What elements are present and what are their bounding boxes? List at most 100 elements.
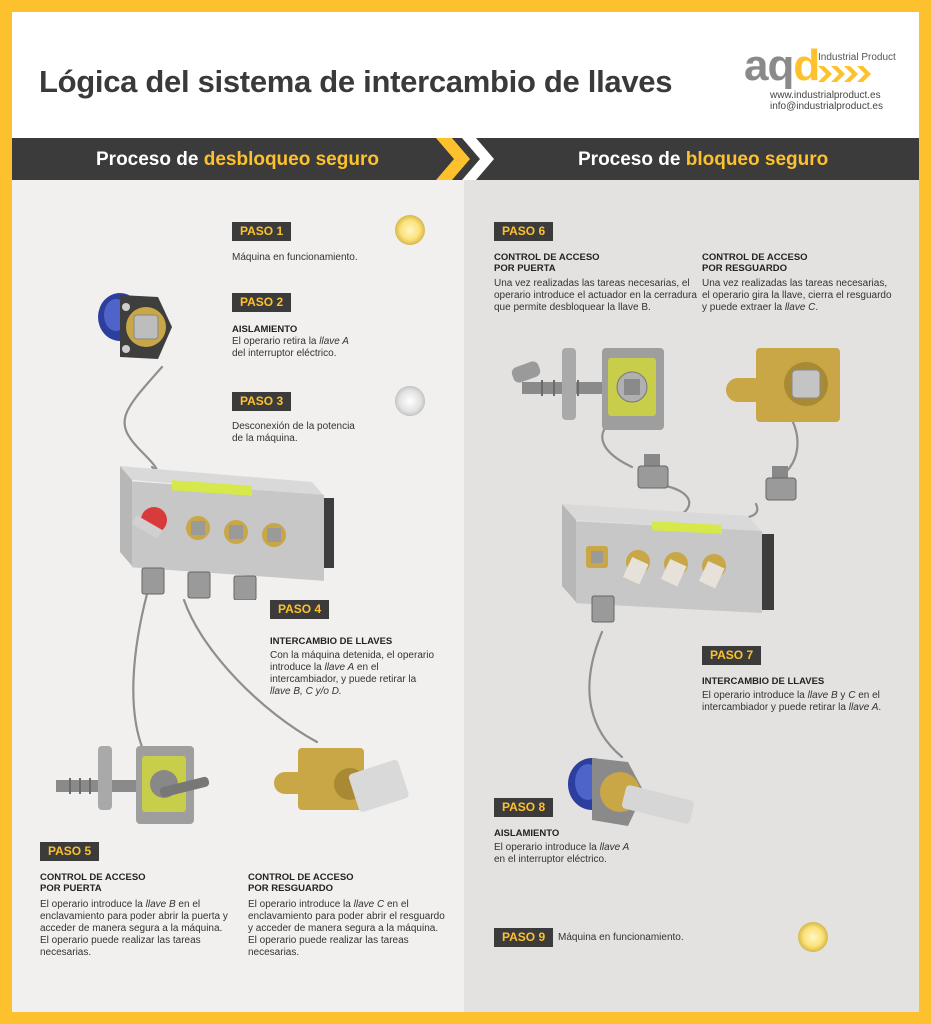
step-1-badge: PASO 1 bbox=[232, 222, 292, 241]
step-6-guard-heading-2: POR RESGUARDO bbox=[702, 263, 787, 274]
text-span: intercambiador y puede retirar la bbox=[702, 702, 849, 713]
step-6-door-heading-2: POR PUERTA bbox=[494, 263, 556, 274]
step-4-text-line-3: intercambiador, y puede retirar la bbox=[270, 674, 417, 685]
key-a-label: llave A bbox=[319, 336, 349, 347]
lamp-on-icon bbox=[395, 215, 425, 245]
text-span: y bbox=[837, 690, 849, 701]
key-a-label: llave A bbox=[324, 662, 355, 673]
key-a-label: llave A bbox=[848, 702, 879, 713]
lamp-on-icon bbox=[798, 922, 828, 952]
isolation-switch-icon bbox=[568, 758, 694, 826]
step-6-guard-line-1: Una vez realizadas las tareas necesarias… bbox=[702, 278, 888, 289]
guard-interlock-icon bbox=[726, 348, 840, 422]
right-title-highlight: bloqueo seguro bbox=[685, 149, 829, 170]
page-title: Lógica del sistema de intercambio de lla… bbox=[39, 64, 673, 99]
text-span: . bbox=[815, 302, 819, 313]
left-section-title: Proceso de desbloqueo seguro bbox=[96, 149, 379, 171]
step-5-guard-line-4: El operario puede realizar las tareas bbox=[248, 935, 409, 946]
key-b-label: llave B bbox=[807, 690, 838, 701]
step-5-door-heading-1: CONTROL DE ACCESO bbox=[40, 872, 146, 883]
key-c-label: llave C bbox=[784, 302, 816, 313]
step-5-guard-line-5: necesarias. bbox=[248, 947, 300, 958]
logo-product: Industrial Product bbox=[818, 52, 896, 63]
isolation-switch-icon bbox=[98, 293, 172, 359]
step-4-text-line-1: Con la máquina detenida, el operario bbox=[270, 650, 434, 661]
step-4-heading: INTERCAMBIO DE LLAVES bbox=[270, 636, 393, 647]
step-8-line-1: El operario introduce la llave A bbox=[494, 842, 629, 854]
text-span: y puede extraer la bbox=[702, 302, 785, 313]
step-5-guard-heading-1: CONTROL DE ACCESO bbox=[248, 872, 354, 883]
text-span: El operario introduce la bbox=[702, 690, 808, 701]
chevrons-icon bbox=[818, 66, 871, 82]
step-9-badge: PASO 9 bbox=[494, 928, 554, 947]
step-7-line-2: intercambiador y puede retirar la llave … bbox=[702, 702, 881, 714]
step-5-guard-line-3: y acceder de manera segura a la máquina. bbox=[248, 923, 439, 934]
step-5-door-line-1: El operario introduce la llave B en el bbox=[40, 899, 200, 911]
keys-bcd-label: llave B, C y/o D. bbox=[270, 686, 342, 697]
step-8-heading: AISLAMIENTO bbox=[494, 828, 560, 839]
step-2-heading: AISLAMIENTO bbox=[232, 324, 298, 335]
key-c-label: C bbox=[848, 690, 856, 701]
text-span: introduce la bbox=[270, 662, 325, 673]
key-exchange-unit-icon bbox=[120, 466, 334, 600]
key-a-label: llave A bbox=[599, 842, 630, 853]
text-span: El operario retira la bbox=[232, 336, 320, 347]
step-5-door-heading-2: POR PUERTA bbox=[40, 883, 102, 894]
key-b-label: llave B bbox=[145, 899, 176, 910]
text-span: en el bbox=[384, 899, 409, 910]
section-arrows-icon bbox=[436, 138, 494, 180]
step-7-line-1: El operario introduce la llave B y C en … bbox=[702, 690, 880, 702]
step-6-badge: PASO 6 bbox=[494, 222, 554, 241]
infographic: Lógica del sistema de intercambio de lla… bbox=[12, 12, 919, 1012]
step-8-badge: PASO 8 bbox=[494, 798, 554, 817]
text-span: en el bbox=[354, 662, 379, 673]
step-4-text-line-4: llave B, C y/o D. bbox=[270, 686, 342, 698]
website-link[interactable]: www.industrialproduct.es bbox=[770, 90, 881, 101]
step-5-door-line-4: El operario puede realizar las tareas bbox=[40, 935, 201, 946]
step-9-text: Máquina en funcionamiento. bbox=[558, 932, 684, 943]
step-8-line-2: en el interruptor eléctrico. bbox=[494, 854, 607, 865]
step-6-door-heading-1: CONTROL DE ACCESO bbox=[494, 252, 600, 263]
step-7-badge: PASO 7 bbox=[702, 646, 762, 665]
text-span: El operario introduce la bbox=[494, 842, 600, 853]
key-c-label: llave C bbox=[353, 899, 385, 910]
step-5-guard-line-2: enclavamiento para poder abrir el resgua… bbox=[248, 911, 445, 922]
step-6-guard-heading-1: CONTROL DE ACCESO bbox=[702, 252, 808, 263]
step-5-door-line-3: acceder de manera segura a la máquina. bbox=[40, 923, 223, 934]
step-1-text: Máquina en funcionamiento. bbox=[232, 252, 358, 263]
key-icon bbox=[765, 466, 797, 501]
text-span: El operario introduce la bbox=[248, 899, 354, 910]
key-exchange-unit-icon bbox=[562, 504, 774, 623]
step-7-heading: INTERCAMBIO DE LLAVES bbox=[702, 676, 825, 687]
step-2-text-line-1: El operario retira la llave A bbox=[232, 336, 349, 348]
right-section-title: Proceso de bloqueo seguro bbox=[578, 149, 828, 171]
step-5-door-line-5: necesarias. bbox=[40, 947, 92, 958]
text-span: . bbox=[878, 702, 882, 713]
logo-text-accent: d bbox=[793, 41, 820, 90]
step-3-badge: PASO 3 bbox=[232, 392, 292, 411]
step-4-text-line-2: introduce la llave A en el bbox=[270, 662, 379, 674]
step-6-guard-line-2: el operario gira la llave, cierra el res… bbox=[702, 290, 892, 301]
step-6-door-line-2: operario introduce el actuador en la cer… bbox=[494, 290, 697, 301]
step-2-text-line-2: del interruptor eléctrico. bbox=[232, 348, 337, 359]
step-5-door-line-2: enclavamiento para poder abrir la puerta… bbox=[40, 911, 228, 922]
email-link[interactable]: info@industrialproduct.es bbox=[770, 101, 883, 112]
step-5-guard-heading-2: POR RESGUARDO bbox=[248, 883, 333, 894]
step-2-badge: PASO 2 bbox=[232, 293, 292, 312]
step-3-text-line-2: de la máquina. bbox=[232, 433, 298, 444]
step-4-badge: PASO 4 bbox=[270, 600, 330, 619]
step-5-badge: PASO 5 bbox=[40, 842, 100, 861]
brand-logo: aqd bbox=[744, 41, 820, 90]
step-3-text-line-1: Desconexión de la potencia bbox=[232, 421, 355, 432]
step-6-guard-line-3: y puede extraer la llave C. bbox=[702, 302, 818, 314]
logo-text: aq bbox=[744, 41, 794, 90]
key-icon bbox=[637, 454, 669, 489]
text-span: en el bbox=[175, 899, 201, 910]
text-span: El operario introduce la bbox=[40, 899, 146, 910]
guard-interlock-icon bbox=[274, 748, 409, 812]
text-span: en el bbox=[855, 690, 880, 701]
step-6-door-line-1: Una vez realizadas las tareas necesarias… bbox=[494, 278, 690, 289]
lamp-off-icon bbox=[395, 386, 425, 416]
door-interlock-icon bbox=[56, 746, 210, 824]
